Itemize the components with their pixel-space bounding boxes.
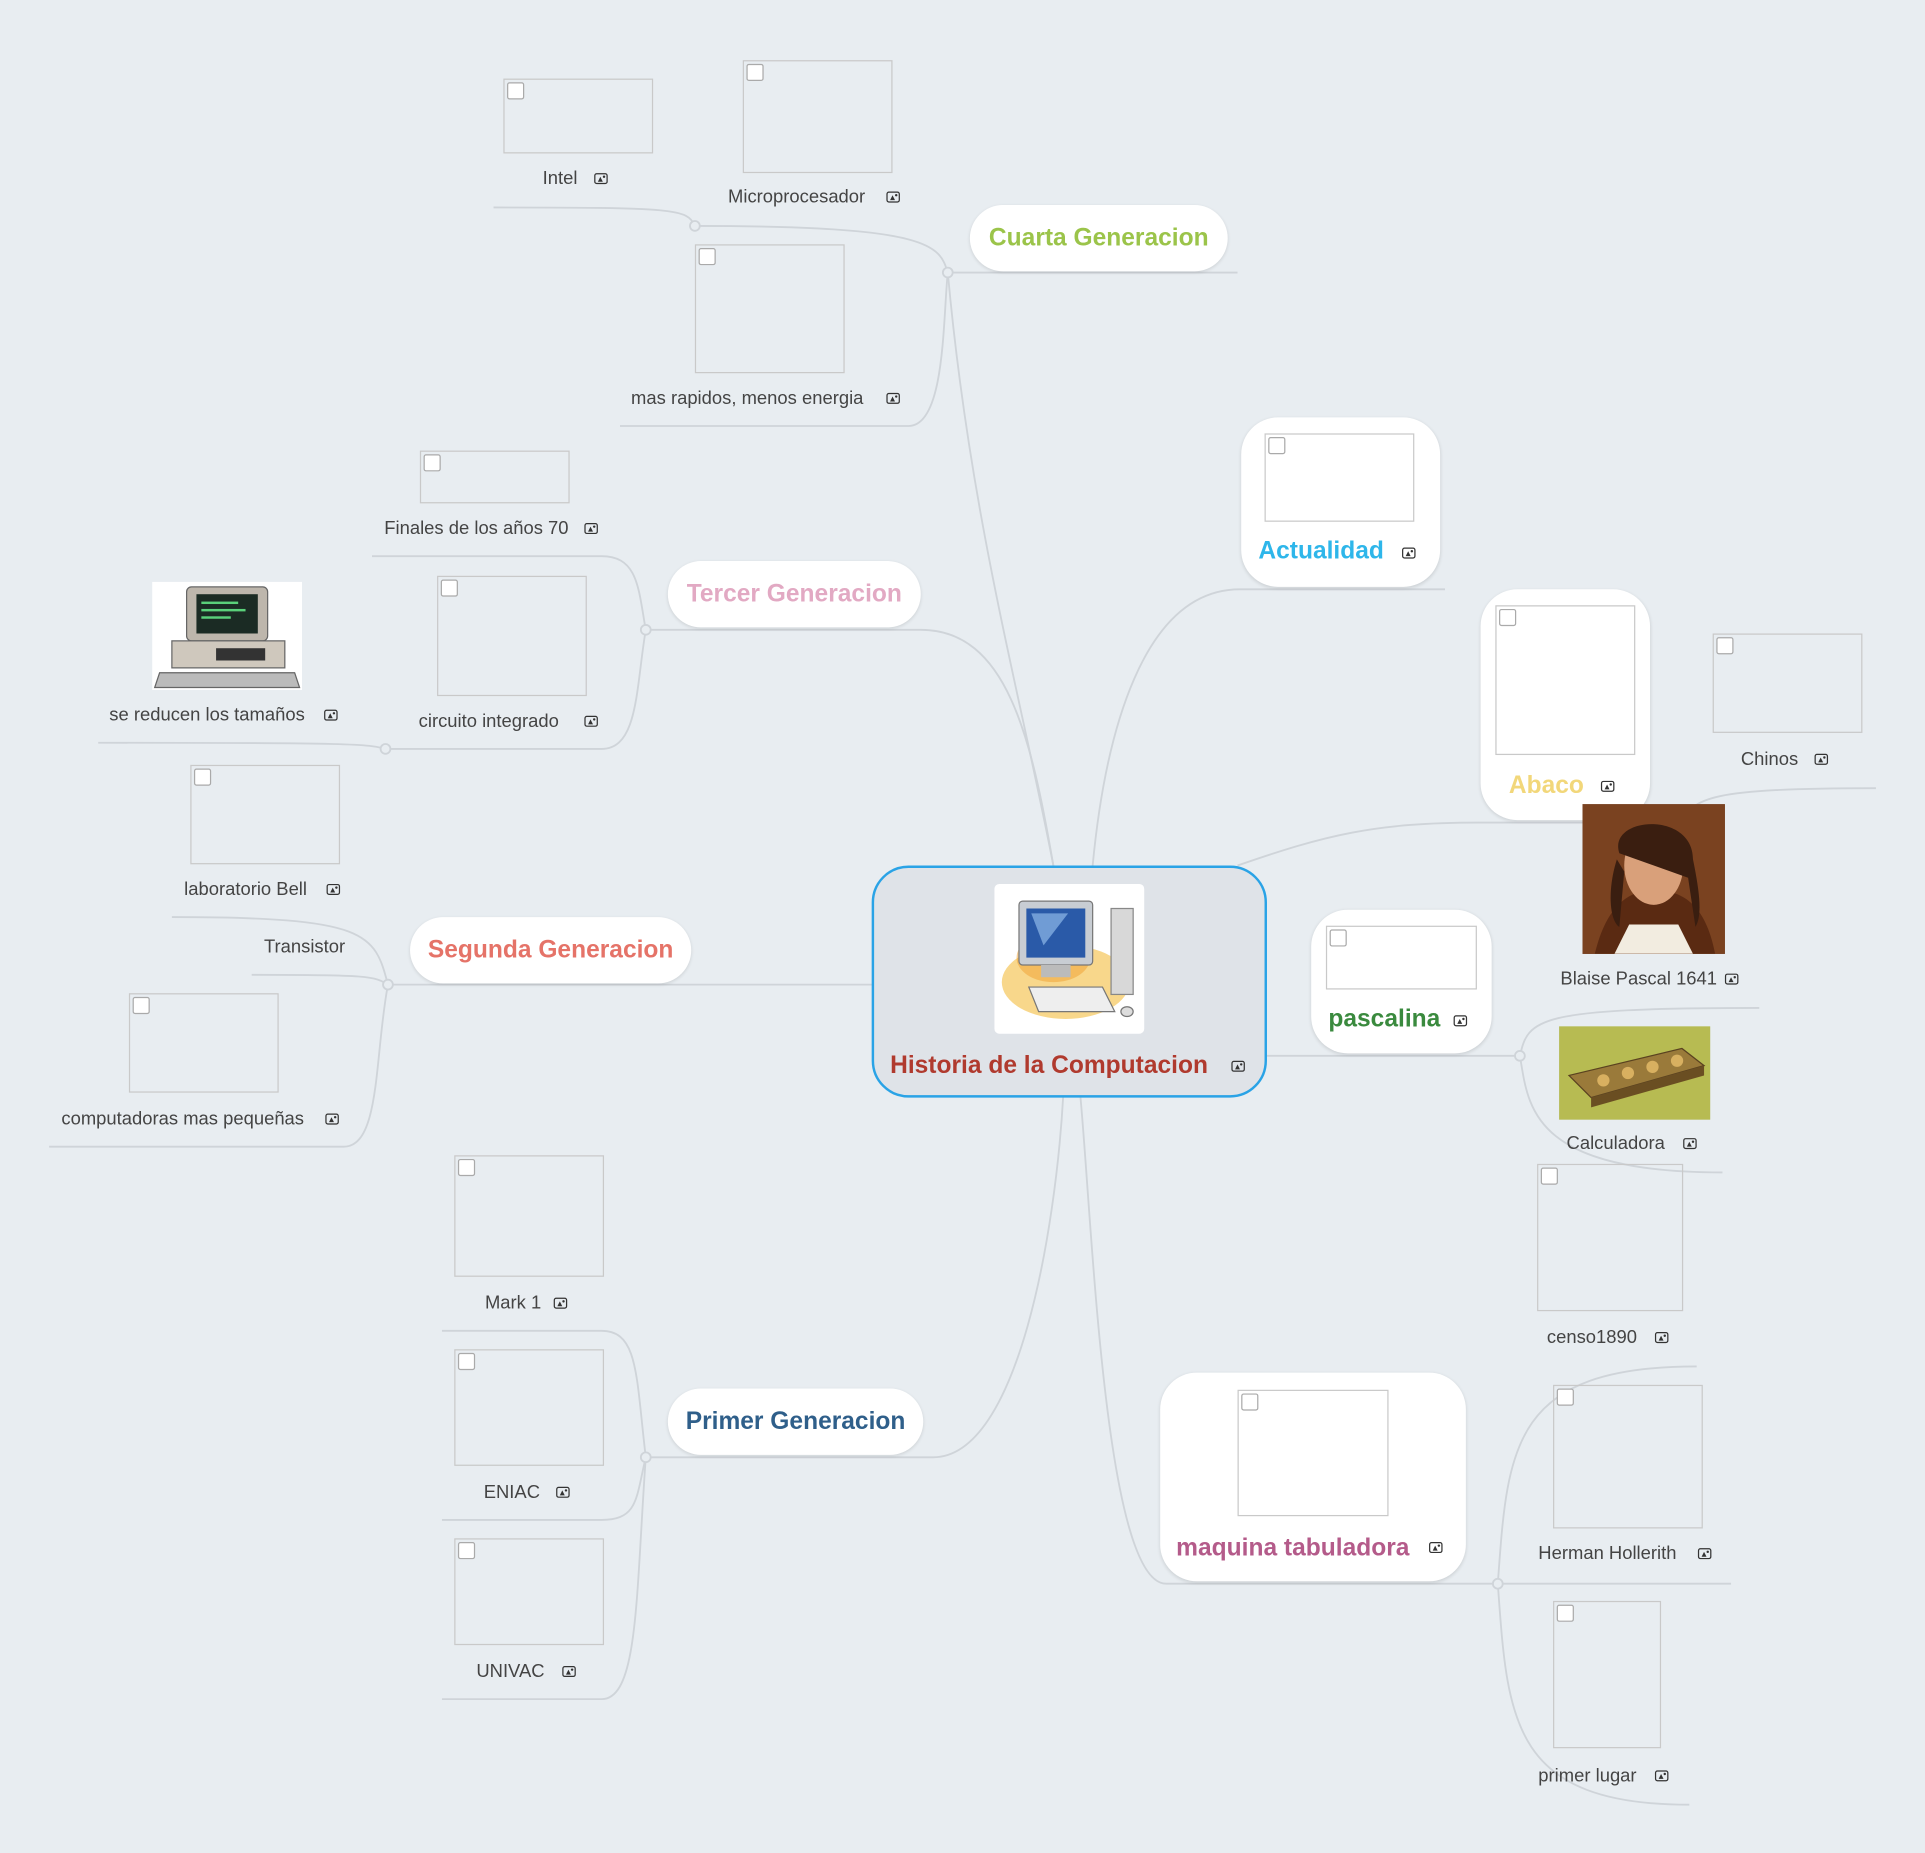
- leaf-computadoras-pequenas[interactable]: computadoras mas pequeñas: [61, 1108, 305, 1130]
- leaf-mas-rapidos[interactable]: mas rapidos, menos energia: [631, 387, 864, 409]
- leaf-finales-70[interactable]: Finales de los años 70: [384, 518, 569, 539]
- root-node[interactable]: Historia de la Computacion: [871, 865, 1267, 1098]
- node-primer-generacion[interactable]: Primer Generacion: [667, 1388, 924, 1455]
- node-actualidad[interactable]: Actualidad: [1241, 417, 1441, 587]
- node-label: Actualidad: [1258, 537, 1384, 565]
- image-placeholder: [1712, 633, 1863, 733]
- image-placeholder: [1325, 925, 1477, 990]
- leaf-se-reducen[interactable]: se reducen los tamaños: [109, 704, 305, 726]
- node-abaco[interactable]: Abaco: [1480, 589, 1651, 821]
- leaf-primer-lugar[interactable]: primer lugar: [1538, 1765, 1637, 1787]
- image-icon[interactable]: [562, 1665, 576, 1678]
- node-tercer-generacion[interactable]: Tercer Generacion: [667, 561, 921, 628]
- image-icon[interactable]: [1654, 1770, 1669, 1782]
- image-icon[interactable]: [886, 191, 900, 203]
- leaf-censo1890[interactable]: censo1890: [1546, 1327, 1638, 1349]
- node-label: Segunda Generacion: [427, 936, 674, 964]
- node-label: maquina tabuladora: [1176, 1534, 1410, 1562]
- leaf-laboratorio-bell[interactable]: laboratorio Bell: [184, 879, 308, 900]
- portrait-image: [1582, 804, 1725, 954]
- image-icon[interactable]: [594, 173, 608, 185]
- image-placeholder: [1553, 1600, 1662, 1749]
- image-placeholder: [1264, 433, 1415, 522]
- image-placeholder: [1237, 1389, 1389, 1517]
- image-placeholder: [128, 993, 279, 1093]
- image-placeholder: [454, 1155, 605, 1277]
- root-title: Historia de la Computacion: [890, 1052, 1208, 1080]
- image-placeholder: [437, 575, 587, 697]
- leaf-transistor[interactable]: Transistor: [263, 936, 346, 958]
- image-icon[interactable]: [1814, 753, 1829, 765]
- image-icon[interactable]: [326, 883, 341, 895]
- node-cuarta-generacion[interactable]: Cuarta Generacion: [969, 205, 1228, 272]
- image-icon[interactable]: [1654, 1332, 1669, 1344]
- image-placeholder: [742, 60, 893, 174]
- image-placeholder: [454, 1349, 605, 1466]
- image-icon[interactable]: [886, 392, 900, 404]
- image-icon[interactable]: [553, 1297, 568, 1309]
- image-icon[interactable]: [1697, 1548, 1712, 1560]
- node-label: Abaco: [1508, 772, 1584, 800]
- image-placeholder: [190, 764, 341, 865]
- calculator-image: [1559, 1026, 1711, 1120]
- leaf-circuito-integrado[interactable]: circuito integrado: [418, 710, 559, 732]
- image-icon[interactable]: [1724, 973, 1739, 985]
- node-pascalina[interactable]: pascalina: [1311, 909, 1492, 1054]
- node-segunda-generacion[interactable]: Segunda Generacion: [410, 917, 692, 984]
- leaf-calculadora[interactable]: Calculadora: [1566, 1133, 1665, 1155]
- node-label: Cuarta Generacion: [988, 224, 1209, 252]
- image-icon[interactable]: [1402, 547, 1416, 559]
- image-placeholder: [694, 244, 845, 374]
- computer-image: [994, 883, 1145, 1034]
- node-label: pascalina: [1328, 1005, 1441, 1033]
- image-icon[interactable]: [584, 523, 598, 535]
- leaf-blaise-pascal[interactable]: Blaise Pascal 1641: [1560, 968, 1718, 990]
- leaf-herman-hollerith[interactable]: Herman Hollerith: [1538, 1543, 1677, 1565]
- image-icon[interactable]: [324, 709, 338, 721]
- leaf-eniac[interactable]: ENIAC: [483, 1481, 540, 1503]
- image-icon[interactable]: [1600, 780, 1615, 792]
- leaf-microprocesador[interactable]: Microprocesador: [728, 186, 866, 208]
- image-icon[interactable]: [556, 1486, 570, 1498]
- leaf-univac[interactable]: UNIVAC: [476, 1661, 545, 1682]
- image-icon[interactable]: [325, 1113, 339, 1125]
- leaf-mark-1[interactable]: Mark 1: [484, 1292, 542, 1314]
- image-placeholder: [419, 450, 570, 504]
- image-placeholder: [1495, 605, 1636, 756]
- image-icon[interactable]: [1231, 1060, 1245, 1072]
- image-placeholder: [1537, 1163, 1684, 1312]
- image-placeholder: [454, 1538, 605, 1646]
- node-label: Tercer Generacion: [686, 580, 902, 608]
- node-label: Primer Generacion: [685, 1407, 906, 1435]
- image-placeholder: [1553, 1384, 1703, 1529]
- image-icon[interactable]: [584, 715, 598, 727]
- image-icon[interactable]: [1429, 1541, 1443, 1554]
- image-icon[interactable]: [1453, 1015, 1468, 1027]
- node-maquina-tabuladora[interactable]: maquina tabuladora: [1160, 1372, 1466, 1582]
- image-placeholder: [503, 78, 654, 154]
- leaf-intel[interactable]: Intel: [542, 168, 578, 190]
- old-computer-image: [152, 581, 303, 690]
- image-icon[interactable]: [1683, 1138, 1697, 1150]
- leaf-chinos[interactable]: Chinos: [1740, 748, 1799, 770]
